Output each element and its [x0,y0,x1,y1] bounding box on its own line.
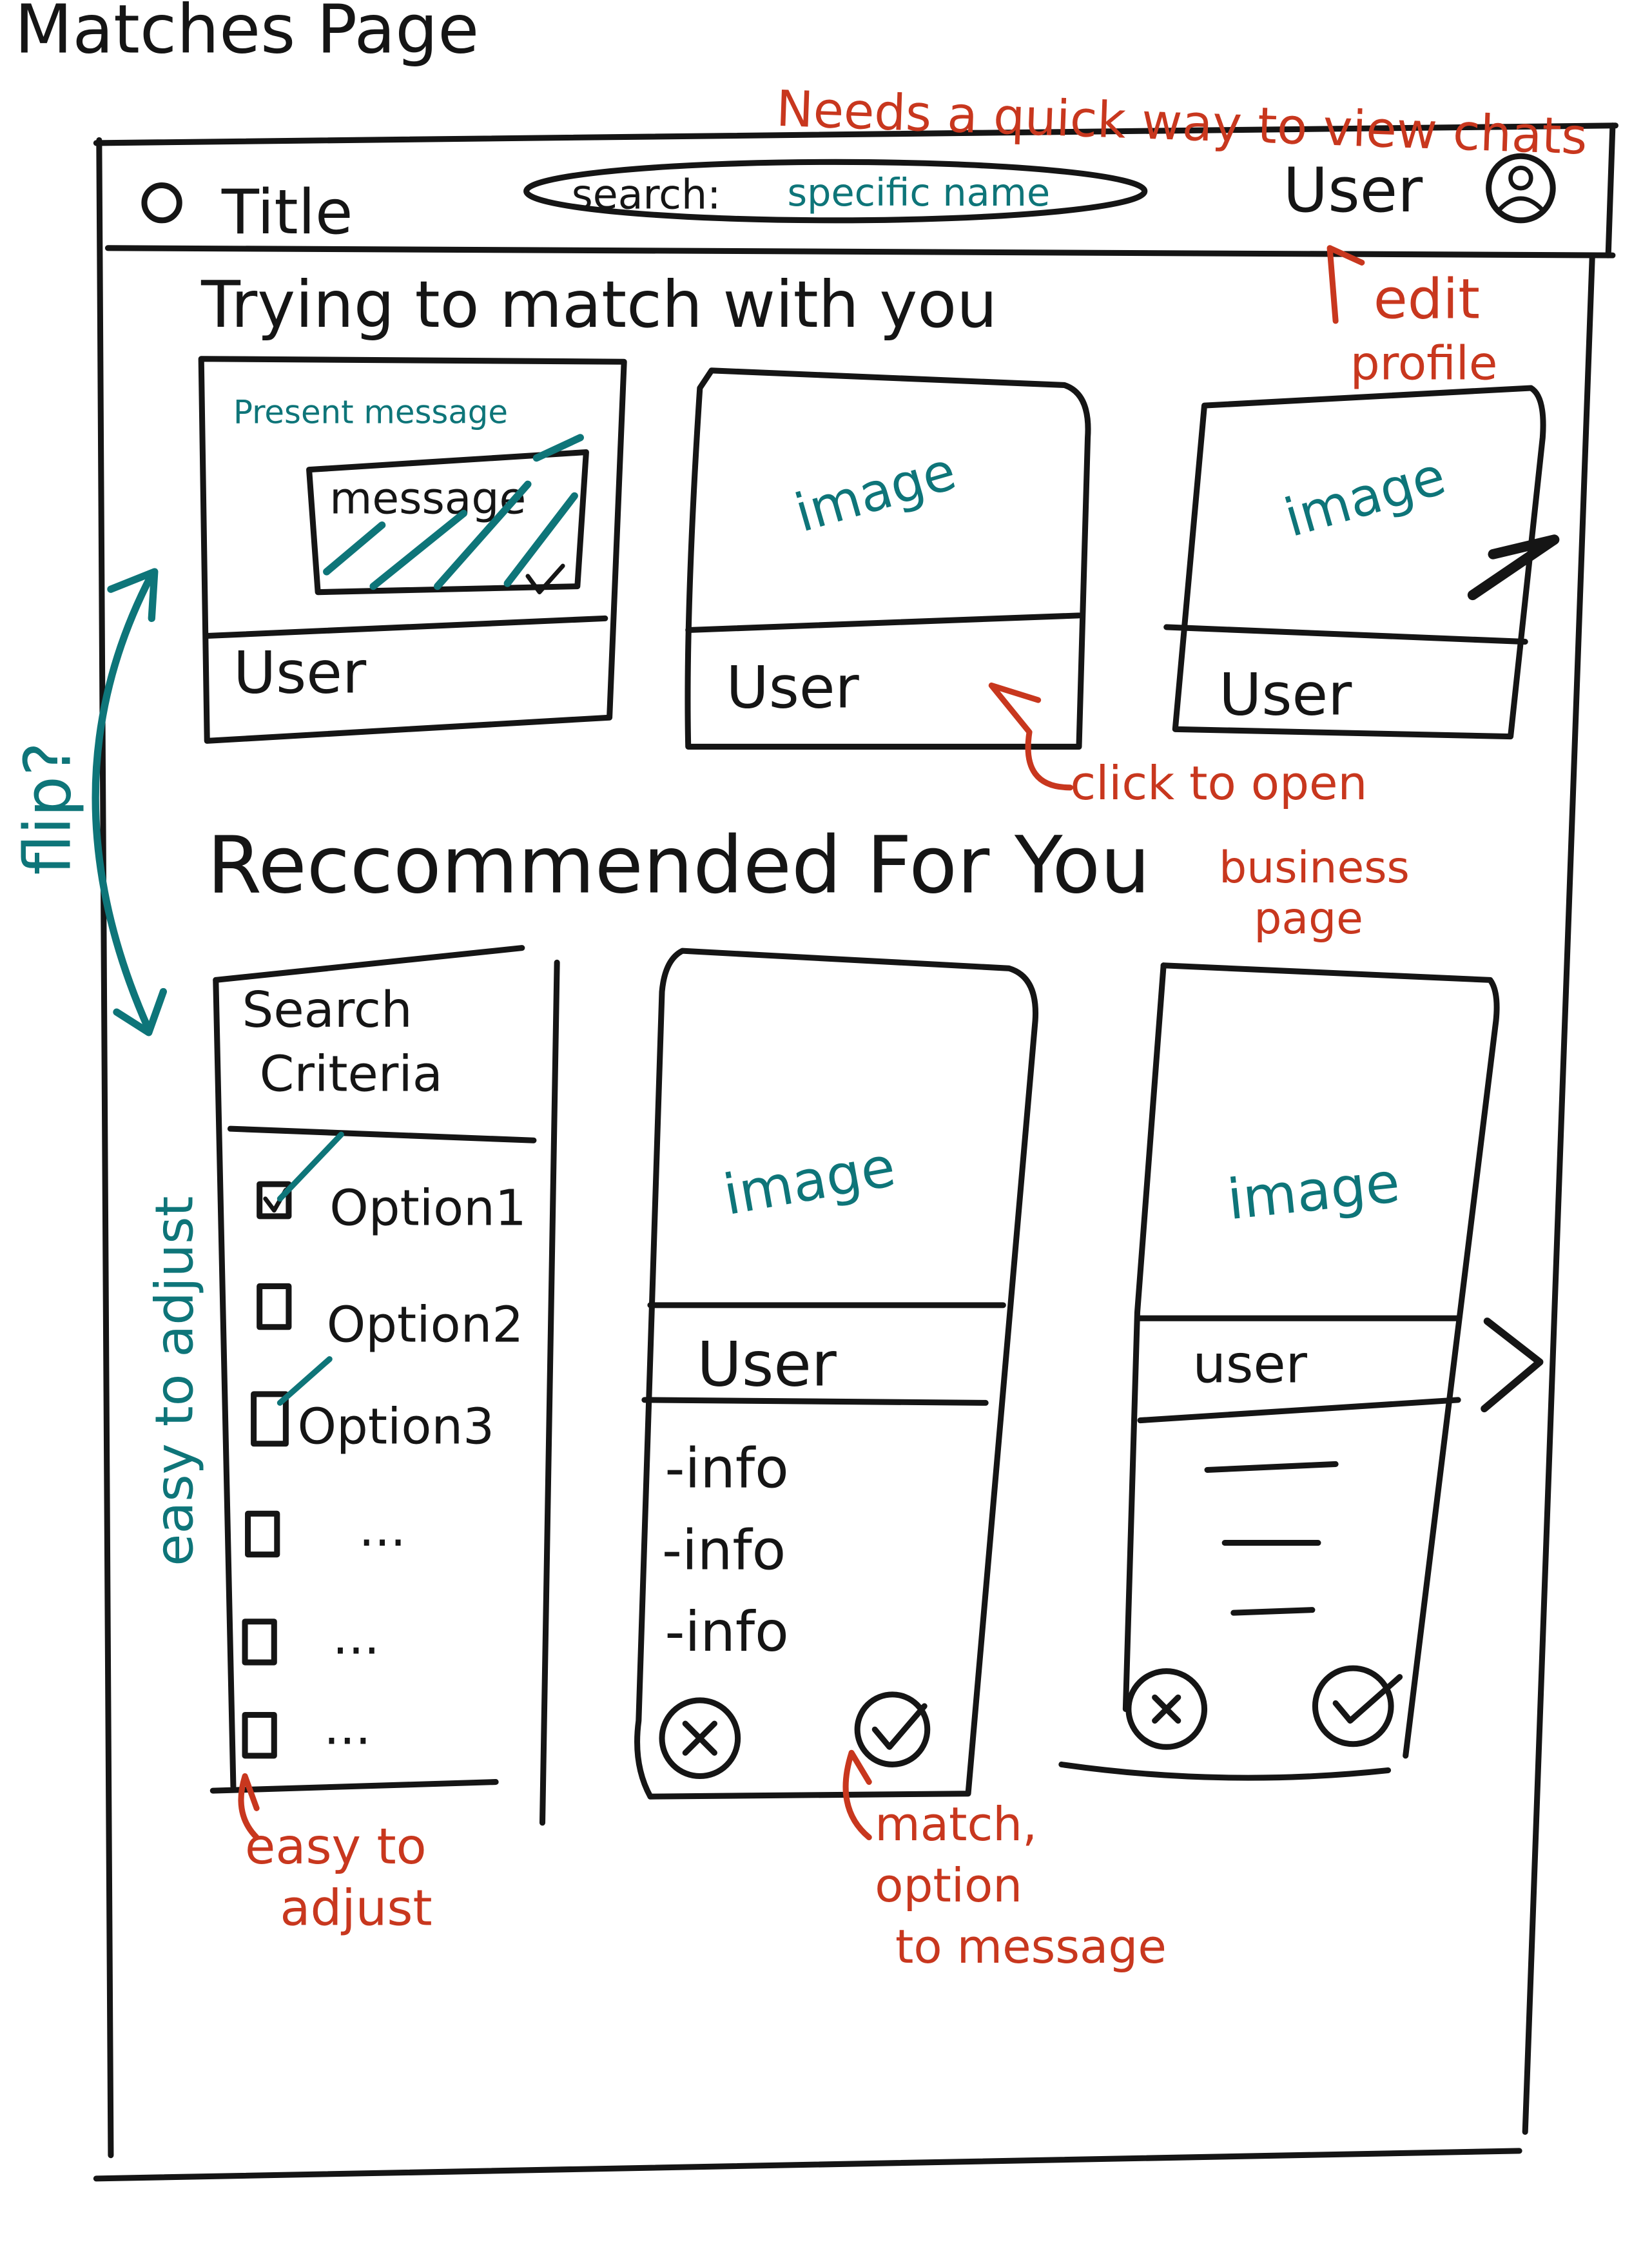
accept-check-icon[interactable] [1312,1665,1403,1747]
matching-heading: Trying to match with you [200,268,997,342]
next-arrow-icon[interactable] [1467,534,1560,601]
next-arrow-icon[interactable] [1481,1318,1544,1413]
annotation-arrow [988,682,1073,791]
match-card-user: User [233,639,367,707]
recommended-card-image: image [1225,1151,1403,1232]
criteria-option-label: ... [333,1609,380,1666]
criteria-option-label: Option1 [329,1180,527,1237]
criteria-option[interactable]: Option1 [257,1131,527,1237]
match-card-user: User [726,654,860,721]
criteria-option[interactable]: ... [245,1501,406,1558]
search-bar[interactable]: search: specific name [523,159,1148,224]
checkbox-icon[interactable] [245,1510,280,1558]
annotation-arrow [1326,245,1365,324]
annotation-to-message: to message [895,1920,1167,1974]
present-message-note: Present message [233,393,508,431]
annotation-quick-chats: Needs a quick way to view chats [775,81,1588,166]
match-card[interactable]: image User [1163,385,1546,740]
annotation-flip: flip? [12,742,86,875]
match-card[interactable]: User message Present message [198,356,627,744]
recommended-card-info: -info [665,1437,789,1501]
search-criteria-panel: Search Criteria Option1 Option2 Option3 … [209,945,560,1826]
user-avatar-icon[interactable] [1486,153,1556,224]
search-input[interactable]: specific name [788,170,1051,215]
annotation-easy-to: easy to [245,1818,427,1876]
annotation-easy-adjust-side: easy to adjust [144,1196,206,1566]
page-heading: Matches Page [15,0,480,69]
criteria-option[interactable]: ... [242,1699,371,1759]
app-title: Title [221,177,353,248]
accept-check-icon[interactable] [854,1691,931,1767]
checkbox-icon[interactable] [242,1619,277,1666]
title-circle-icon [141,182,182,224]
checkbox-icon[interactable] [257,1283,292,1330]
annotation-business: business [1219,842,1410,893]
checkbox-icon[interactable] [242,1711,277,1759]
annotation-click-open: click to open [1070,757,1367,811]
recommended-card[interactable]: image User -info -info -info [634,948,1039,1800]
criteria-option-label: ... [358,1501,405,1558]
criteria-option-label: ... [324,1699,371,1756]
flip-arrow [92,570,155,1033]
match-card-user: User [1219,661,1352,729]
recommended-card-user: user [1192,1334,1307,1395]
annotation-match: match, [875,1798,1037,1852]
recommended-card-info: -info [665,1600,789,1664]
annotation-adjust: adjust [280,1880,432,1937]
recommended-heading: Reccommended For You [207,820,1150,911]
message-box[interactable]: message [306,434,589,596]
annotation-edit: edit [1374,267,1480,331]
reject-x-icon[interactable] [1125,1668,1208,1750]
match-card-image: image [1278,445,1452,549]
search-label: search: [572,171,721,219]
criteria-option-label: Option3 [297,1399,494,1456]
annotation-option: option [875,1859,1022,1913]
checkbox-icon[interactable] [257,1181,292,1220]
recommended-card-image: image [719,1134,900,1228]
user-menu[interactable]: User [1283,155,1423,226]
checkbox-icon[interactable] [251,1391,289,1447]
header-bar: Title search: specific name User [104,153,1616,258]
recommended-card-info: -info [662,1518,786,1582]
match-card[interactable]: image User [685,367,1091,750]
annotation-arrow [842,1749,872,1841]
criteria-option[interactable]: Option2 [257,1283,524,1354]
recommended-card-user: User [697,1329,837,1400]
criteria-option-label: Option2 [327,1296,524,1354]
match-card-image: image [788,440,962,544]
criteria-title: Criteria [260,1045,443,1103]
annotation-profile: profile [1350,336,1498,391]
message-label: message [329,474,526,525]
criteria-option[interactable]: Option3 [251,1356,494,1456]
recommended-card[interactable]: image user [1058,962,1500,1781]
annotation-page: page [1254,893,1363,944]
criteria-title: Search [242,982,413,1039]
annotation-arrow [238,1773,260,1841]
reject-x-icon[interactable] [659,1697,741,1780]
criteria-option[interactable]: ... [242,1609,380,1666]
app-frame [93,122,1618,2182]
